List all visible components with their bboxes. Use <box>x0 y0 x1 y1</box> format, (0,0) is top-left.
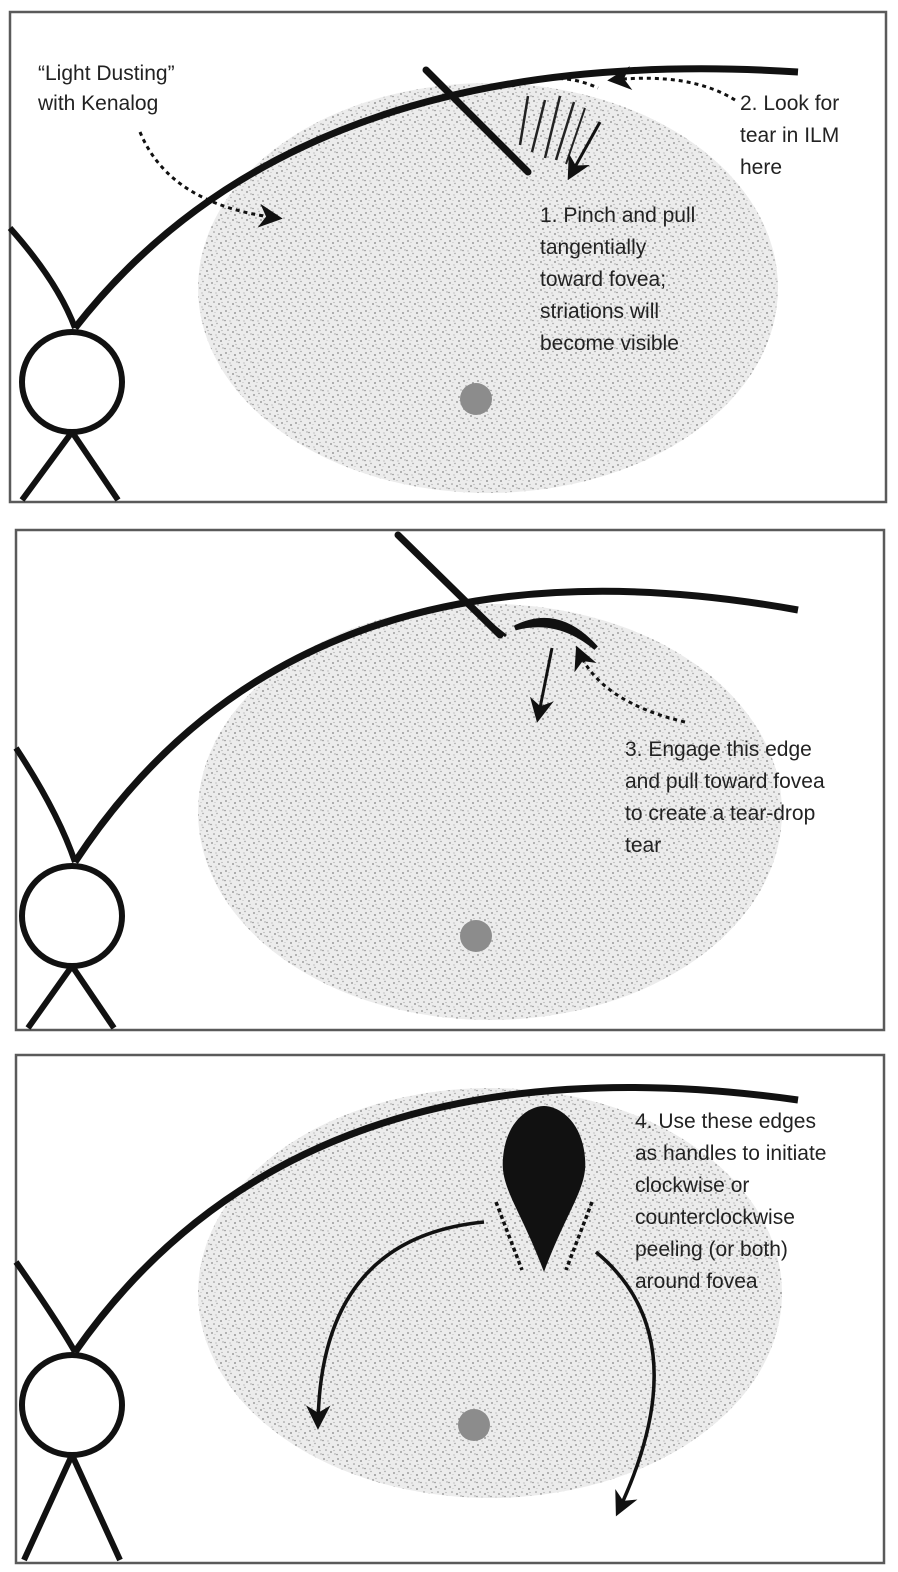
clockwise-arrow <box>594 1250 656 1517</box>
pull-direction-arrow <box>567 121 602 181</box>
vessel-branch-upper <box>13 746 78 863</box>
vessel-branch-lower-right <box>69 430 121 502</box>
vessel-branch-lower-left <box>21 1453 75 1562</box>
panel-1: “Light Dusting” with Kenalog 2. Look for… <box>7 10 888 504</box>
dusting-label: “Light Dusting” with Kenalog <box>37 62 180 115</box>
tear-site-dotted-arc <box>511 77 599 90</box>
step2-dotted-arrow <box>607 66 736 102</box>
vessel-branch-upper <box>13 1260 78 1354</box>
forceps-tip <box>475 610 507 638</box>
step2-label: 2. Look for tear in ILM here <box>740 92 845 179</box>
panel-3: 4. Use these edges as handles to initiat… <box>13 1053 886 1565</box>
step3-dotted-arrow <box>574 645 686 724</box>
counterclockwise-arrow <box>305 1220 485 1430</box>
vessel-arc <box>72 65 799 331</box>
fovea-dot <box>460 383 492 415</box>
vessel-arc <box>72 587 799 864</box>
vessel-branch-lower-right <box>69 1453 123 1562</box>
macula-stipple-area <box>198 83 778 493</box>
vessel-branch-lower-left <box>25 964 75 1030</box>
left-handle-edge <box>494 1201 524 1271</box>
panel-2: 3. Engage this edge and pull toward fove… <box>13 528 886 1032</box>
macula-stipple-area <box>198 604 782 1020</box>
vessel-branch-lower-right <box>69 964 117 1030</box>
vessel-arc <box>72 1084 799 1355</box>
dusting-dotted-arrow <box>138 131 283 228</box>
step1-label: 1. Pinch and pull tangentially toward fo… <box>540 204 701 355</box>
fovea-dot <box>460 920 492 952</box>
step4-label: 4. Use these edges as handles to initiat… <box>635 1110 832 1293</box>
macula-stipple-area <box>198 1088 782 1498</box>
fovea-dot <box>458 1409 490 1441</box>
pull-direction-arrow <box>529 647 554 723</box>
step3-label: 3. Engage this edge and pull toward fove… <box>625 738 830 857</box>
vessel-branch-upper <box>7 226 78 330</box>
teardrop-tear <box>502 1106 586 1272</box>
forceps-tip <box>496 138 530 172</box>
right-handle-edge <box>564 1201 594 1271</box>
vessel-branch-lower-left <box>19 430 75 502</box>
